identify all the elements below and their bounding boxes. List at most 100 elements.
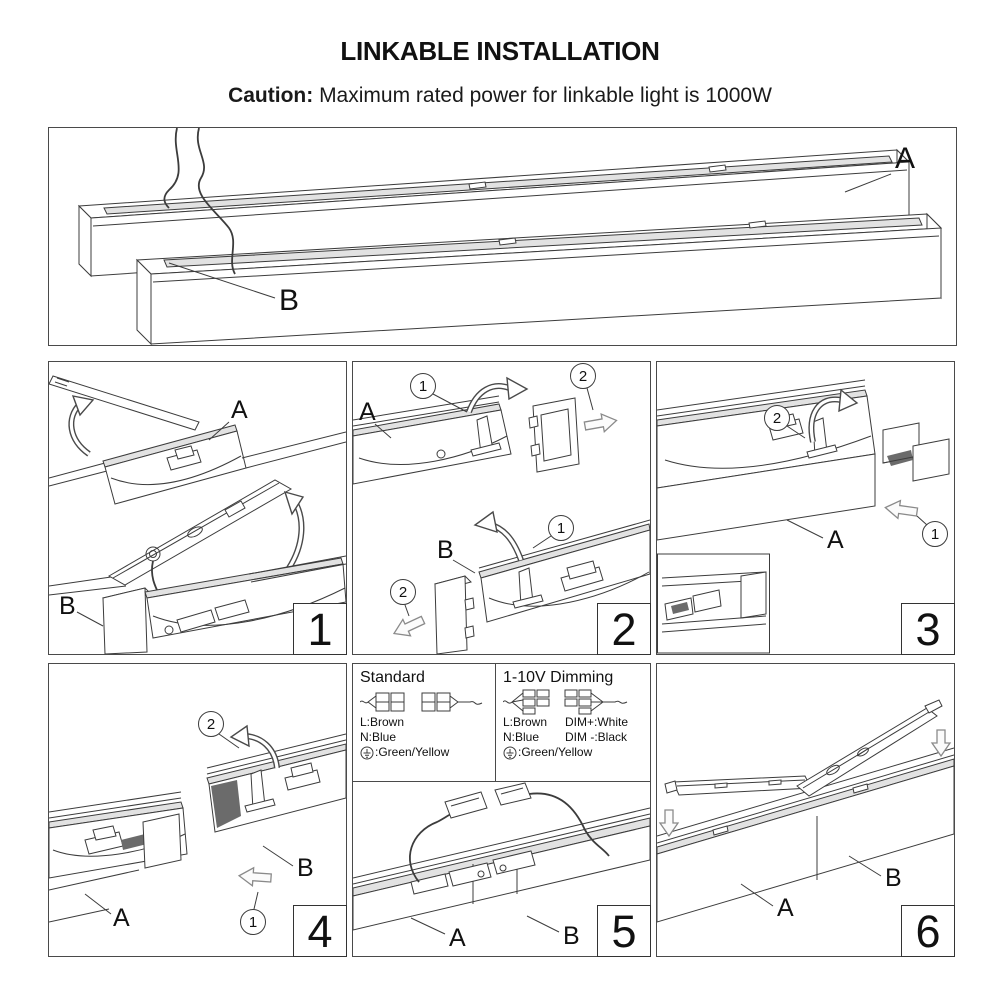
- overview-drawing: A B: [77, 128, 943, 345]
- callout-2-badge: 2: [390, 579, 416, 617]
- dimming-dim-plus: DIM+:White: [565, 715, 629, 729]
- step-4-drawing: A 2 B: [49, 711, 346, 935]
- joint-detail-inset: [657, 553, 770, 654]
- svg-text:1: 1: [249, 914, 257, 931]
- label-b: B: [279, 284, 299, 317]
- svg-text:1: 1: [419, 378, 427, 395]
- standard-line-ground: :Green/Yellow: [360, 745, 488, 760]
- fixture-b-end: [478, 519, 650, 623]
- leader-b: [262, 845, 294, 867]
- label-b: B: [563, 922, 580, 950]
- wiring-legend: Standard L:Brown N:Blue :Green/Yellow 1-…: [353, 664, 650, 782]
- curved-arrow-icon: [229, 724, 280, 769]
- step-number: 3: [901, 603, 955, 655]
- svg-text:2: 2: [773, 410, 781, 427]
- label-a: A: [231, 396, 248, 424]
- label-a: A: [113, 904, 130, 932]
- step-5-drawing: A B: [353, 782, 650, 952]
- step-2-panel: 1 A 2: [352, 361, 651, 655]
- end-cap: [528, 397, 580, 473]
- dimming-dim-minus: DIM -:Black: [565, 730, 628, 744]
- step-number: 6: [901, 905, 955, 957]
- callout-2-badge: 2: [570, 363, 596, 411]
- ground-icon: [503, 746, 517, 759]
- step-5-panel: Standard L:Brown N:Blue :Green/Yellow 1-…: [352, 663, 651, 957]
- callout-2-badge: 2: [764, 405, 806, 439]
- step-1-drawing: A: [49, 375, 346, 654]
- caution-label: Caution:: [228, 84, 314, 107]
- joined-fixtures: [657, 747, 954, 923]
- socket-connector: [494, 782, 532, 806]
- cover-plate-a: [664, 775, 812, 796]
- callout-1-badge: 1: [240, 891, 266, 935]
- step-number: 2: [597, 603, 651, 655]
- suspension-cable-b: [196, 128, 236, 275]
- fixture-b: [135, 212, 943, 345]
- plug-connector: [444, 791, 488, 819]
- standard-connector-icon: [360, 692, 483, 712]
- cable-a: [409, 813, 452, 883]
- curved-arrow-icon: [283, 490, 305, 570]
- fixture-b: [206, 733, 346, 833]
- leader-a: [374, 423, 392, 439]
- label-b: B: [437, 536, 454, 564]
- leader-a: [844, 173, 892, 193]
- block-arrow-right-icon: [583, 412, 618, 434]
- svg-text:2: 2: [207, 716, 215, 733]
- leader-b: [848, 855, 882, 877]
- cover-plate-b: [796, 699, 943, 797]
- callout-1-badge: 1: [410, 373, 468, 413]
- curved-arrow-icon: [473, 510, 524, 562]
- leader-a: [786, 519, 824, 539]
- label-b: B: [885, 864, 902, 892]
- curved-arrow-icon: [68, 395, 95, 457]
- overview-panel: A B: [48, 127, 957, 346]
- label-a: A: [449, 924, 466, 952]
- step-number: 5: [597, 905, 651, 957]
- suspension-cable-a: [163, 128, 180, 209]
- dimming-connector-icon: [503, 689, 628, 715]
- leader-a: [84, 893, 112, 915]
- ground-icon: [360, 746, 374, 759]
- dimming-l: L:Brown: [503, 715, 548, 729]
- svg-text:1: 1: [557, 520, 565, 537]
- block-arrow-left-icon: [392, 615, 426, 637]
- step-number: 4: [293, 905, 347, 957]
- step-2-drawing: 1 A 2: [353, 363, 650, 654]
- standard-wiring-box: Standard L:Brown N:Blue :Green/Yellow: [353, 664, 496, 781]
- fixture-a: [77, 148, 911, 278]
- step-3-drawing: 2 A 1: [657, 379, 950, 654]
- label-b: B: [297, 854, 314, 882]
- svg-text:2: 2: [579, 368, 587, 385]
- svg-text:1: 1: [931, 526, 939, 543]
- label-a: A: [895, 142, 915, 175]
- cable-b: [528, 792, 610, 857]
- standard-title: Standard: [360, 669, 425, 686]
- dimming-line-ground: :Green/Yellow: [503, 745, 643, 760]
- step-number: 1: [293, 603, 347, 655]
- standard-line-n: N:Blue: [360, 730, 397, 744]
- label-a: A: [777, 894, 794, 922]
- leader-a: [208, 421, 230, 441]
- fixture-b-end: [102, 555, 346, 654]
- step-1-panel: A: [48, 361, 347, 655]
- callout-2-badge: 2: [198, 711, 240, 749]
- ground-label: :Green/Yellow: [518, 745, 593, 759]
- caution-text: Maximum rated power for linkable light i…: [319, 84, 772, 107]
- ground-label: :Green/Yellow: [375, 745, 450, 759]
- fixture-a-end: [49, 375, 346, 505]
- block-arrow-left-icon: [884, 499, 919, 520]
- fixture-a: [657, 379, 876, 541]
- dimming-n: N:Blue: [503, 730, 540, 744]
- step-6-panel: A B 6: [656, 663, 955, 957]
- step-4-panel: A 2 B: [48, 663, 347, 957]
- leader-b: [526, 915, 560, 933]
- leader-a: [740, 883, 774, 907]
- linking-bracket: [882, 422, 950, 482]
- caution-note: Caution: Maximum rated power for linkabl…: [0, 84, 1000, 108]
- svg-text:2: 2: [399, 584, 407, 601]
- curved-arrow-icon: [808, 388, 859, 443]
- step-6-drawing: A B: [657, 699, 954, 923]
- leader-b: [76, 611, 104, 627]
